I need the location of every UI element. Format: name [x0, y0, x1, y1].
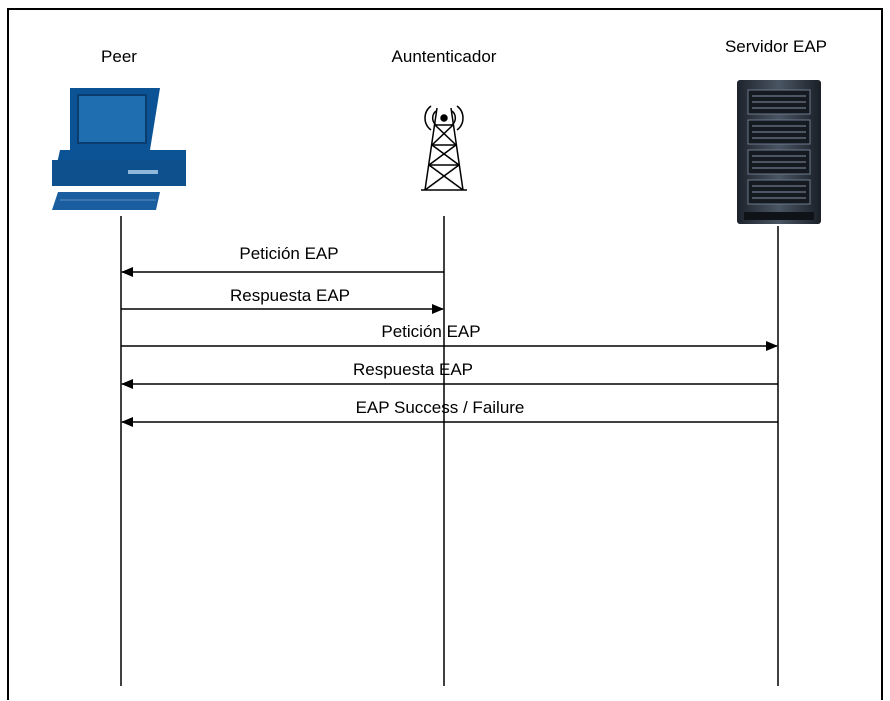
message-4: Respuesta EAP	[121, 360, 778, 389]
diagram-frame	[7, 8, 883, 700]
message-label: Petición EAP	[239, 244, 338, 263]
message-label: Respuesta EAP	[353, 360, 473, 379]
message-label: Petición EAP	[381, 322, 480, 341]
message-5: EAP Success / Failure	[121, 398, 778, 427]
participant-label-server: Servidor EAP	[725, 37, 827, 56]
message-2: Respuesta EAP	[121, 286, 444, 314]
radio-antenna-icon	[421, 105, 467, 191]
participant-label-authenticator: Auntenticador	[392, 47, 497, 66]
message-3: Petición EAP	[121, 322, 778, 351]
participant-label-peer: Peer	[101, 47, 137, 66]
message-1: Petición EAP	[121, 244, 444, 277]
server-rack-icon	[737, 80, 821, 224]
desktop-computer-icon	[52, 88, 186, 210]
message-label: EAP Success / Failure	[356, 398, 525, 417]
message-label: Respuesta EAP	[230, 286, 350, 305]
